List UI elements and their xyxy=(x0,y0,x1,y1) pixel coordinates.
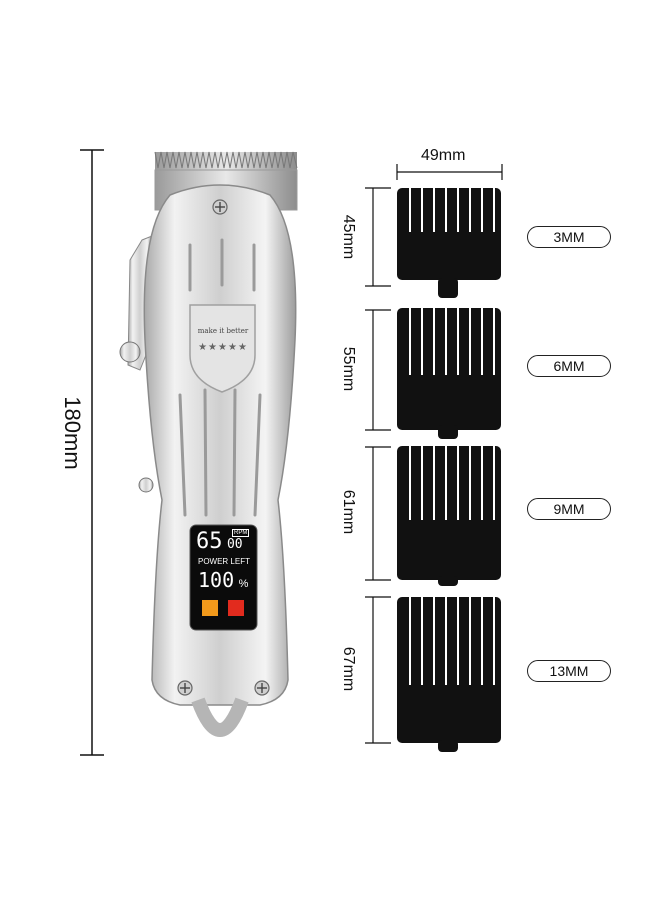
comb-guard-3mm xyxy=(397,188,501,298)
badge-slogan: make it better xyxy=(197,327,249,335)
battery-percent: % xyxy=(238,578,249,590)
comb-height-label-2: 55mm xyxy=(340,346,357,392)
comb-guard-13mm xyxy=(397,597,501,752)
comb-height-label-3: 61mm xyxy=(340,489,357,535)
comb-guard-6mm xyxy=(397,308,501,439)
size-pill-6mm: 6MM xyxy=(527,355,611,377)
display-battery: 100 % xyxy=(198,568,248,592)
width-label: 49mm xyxy=(421,147,466,164)
comb-height-label-4: 67mm xyxy=(340,646,357,692)
rpm-value: 65 xyxy=(196,529,223,554)
size-pill-3mm: 3MM xyxy=(527,226,611,248)
display-power-label: POWER LEFT xyxy=(197,557,250,566)
height-label: 180mm xyxy=(60,396,85,470)
rpm-unit: RPM xyxy=(232,529,250,537)
comb-guards xyxy=(397,188,501,752)
badge-stars: ★★★★★ xyxy=(198,342,248,353)
size-pill-9mm: 9MM xyxy=(527,498,611,520)
rpm-small: 00 xyxy=(226,537,243,552)
hair-clipper-image xyxy=(119,151,298,737)
comb-height-label-1: 45mm xyxy=(340,214,357,260)
battery-value: 100 xyxy=(198,568,235,592)
display-rpm: 65 00 RPM xyxy=(196,529,256,557)
size-pill-13mm: 13MM xyxy=(527,660,611,682)
comb-guard-9mm xyxy=(397,446,501,586)
